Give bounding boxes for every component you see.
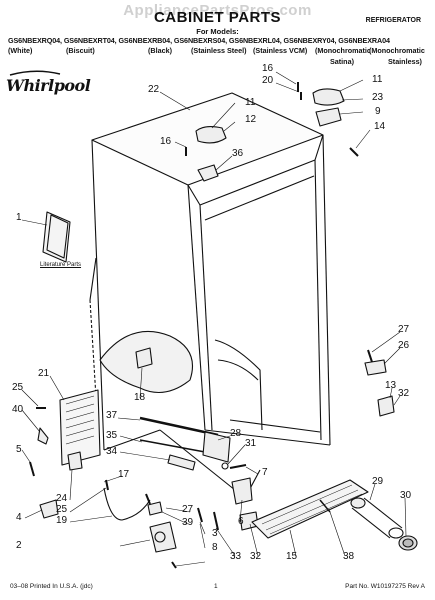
clip-38 bbox=[319, 499, 331, 513]
screw-33 bbox=[213, 511, 219, 531]
top-hinge-cover bbox=[195, 125, 227, 144]
callout: 36 bbox=[232, 148, 244, 159]
variant-stainless: Stainless) bbox=[388, 57, 422, 66]
callout: 5 bbox=[16, 444, 22, 455]
variant-stainless-steel: (Stainless Steel) bbox=[191, 46, 247, 55]
callout: 2 bbox=[16, 540, 22, 551]
screw-27-left bbox=[145, 493, 151, 505]
variant-satina: Satina) bbox=[330, 57, 354, 66]
appliance-type: REFRIGERATOR bbox=[365, 17, 421, 24]
callout: 30 bbox=[400, 490, 412, 501]
callout: 1 bbox=[16, 212, 22, 223]
callout: 6 bbox=[238, 516, 244, 527]
callout: 32 bbox=[250, 551, 262, 562]
footer-print-info: 03–08 Printed In U.S.A. (jdc) bbox=[10, 583, 93, 590]
callout: 28 bbox=[230, 428, 242, 439]
callout: 34 bbox=[106, 446, 118, 457]
clamp-4 bbox=[39, 499, 59, 519]
callout: 32 bbox=[398, 388, 410, 399]
callout: 31 bbox=[245, 438, 257, 449]
toe-grille bbox=[251, 479, 369, 539]
bracket-13 bbox=[377, 395, 395, 417]
leveling-leg-2 bbox=[149, 521, 177, 553]
bracket-6 bbox=[231, 477, 253, 505]
callout: 11 bbox=[245, 97, 256, 108]
filter-housing-29 bbox=[350, 497, 404, 539]
callout: 25 bbox=[56, 504, 68, 515]
callout: 4 bbox=[16, 512, 22, 523]
variant-stainless-vcm: (Stainless VCM) bbox=[253, 46, 308, 55]
callout: 23 bbox=[372, 92, 384, 103]
callout: 21 bbox=[38, 368, 50, 379]
callout: 8 bbox=[212, 542, 218, 553]
callout: 16 bbox=[160, 136, 172, 147]
callout: 3 bbox=[212, 528, 218, 539]
callout: 38 bbox=[343, 551, 355, 562]
whirlpool-logo: Whirlpool bbox=[6, 76, 91, 95]
callout: 7 bbox=[262, 467, 268, 478]
callout: 13 bbox=[385, 380, 397, 391]
variant-monochromatic-1: (Monochromatic bbox=[315, 46, 371, 55]
hinge-pin bbox=[349, 147, 359, 157]
screw-7 bbox=[229, 464, 247, 469]
callout: 39 bbox=[182, 517, 194, 528]
callout: 27 bbox=[182, 504, 194, 515]
part-34 bbox=[167, 454, 196, 471]
callout: 40 bbox=[12, 404, 24, 415]
screw-5-left bbox=[29, 461, 35, 477]
callout: 20 bbox=[262, 75, 274, 86]
clip-40 bbox=[37, 427, 49, 445]
cap-18 bbox=[135, 347, 153, 369]
variant-biscuit: (Biscuit) bbox=[66, 46, 95, 55]
watermark: AppliancePartsPros.com bbox=[123, 2, 312, 19]
hinge-bracket bbox=[197, 164, 219, 182]
right-hinge-cover bbox=[312, 88, 345, 106]
screw-5-bottom bbox=[171, 561, 177, 569]
callout: 27 bbox=[398, 324, 410, 335]
variant-white: (White) bbox=[8, 46, 33, 55]
callout: 35 bbox=[106, 430, 118, 441]
screw-31 bbox=[221, 462, 229, 470]
callout: 18 bbox=[134, 392, 146, 403]
part-39 bbox=[147, 501, 163, 516]
callout: 19 bbox=[56, 515, 68, 526]
callout: 15 bbox=[286, 551, 298, 562]
callout: 12 bbox=[245, 114, 257, 125]
callout: 16 bbox=[262, 63, 274, 74]
callout: 24 bbox=[56, 493, 68, 504]
screw-27-right bbox=[367, 349, 373, 363]
callout: 11 bbox=[372, 74, 383, 85]
callout: 25 bbox=[12, 382, 24, 393]
literature-caption: Literature Parts bbox=[40, 262, 82, 268]
callout: 9 bbox=[375, 106, 381, 117]
footer-part-number: Part No. W10197275 Rev A bbox=[345, 583, 425, 590]
callout: 37 bbox=[106, 410, 118, 421]
bracket-28 bbox=[202, 431, 231, 463]
footer-page-number: 1 bbox=[214, 583, 218, 590]
water-tube bbox=[103, 487, 151, 521]
lower-hinge-26 bbox=[364, 359, 387, 376]
side-grille bbox=[59, 389, 101, 466]
callout: 33 bbox=[230, 551, 242, 562]
rod-35 bbox=[139, 439, 206, 453]
literature-booklet bbox=[42, 211, 71, 263]
bracket-24 bbox=[67, 451, 83, 471]
callout: 29 bbox=[372, 476, 384, 487]
leader-lines bbox=[21, 71, 407, 567]
for-models-label: For Models: bbox=[196, 27, 239, 36]
model-list: GS6NBEXRQ04, GS6NBEXRT04, GS6NBEXRB04, G… bbox=[8, 36, 390, 45]
callout: 22 bbox=[148, 84, 160, 95]
callout: 14 bbox=[374, 121, 386, 132]
variant-black: (Black) bbox=[148, 46, 172, 55]
variant-monochromatic-2: (Monochromatic bbox=[369, 46, 425, 55]
filter-cap-30 bbox=[398, 535, 418, 551]
hinge-plate bbox=[315, 107, 342, 127]
callout: 17 bbox=[118, 469, 130, 480]
screw-8 bbox=[197, 507, 203, 523]
callout: 26 bbox=[398, 340, 410, 351]
page-title: CABINET PARTS bbox=[153, 9, 282, 26]
logo-swoosh bbox=[9, 70, 61, 76]
